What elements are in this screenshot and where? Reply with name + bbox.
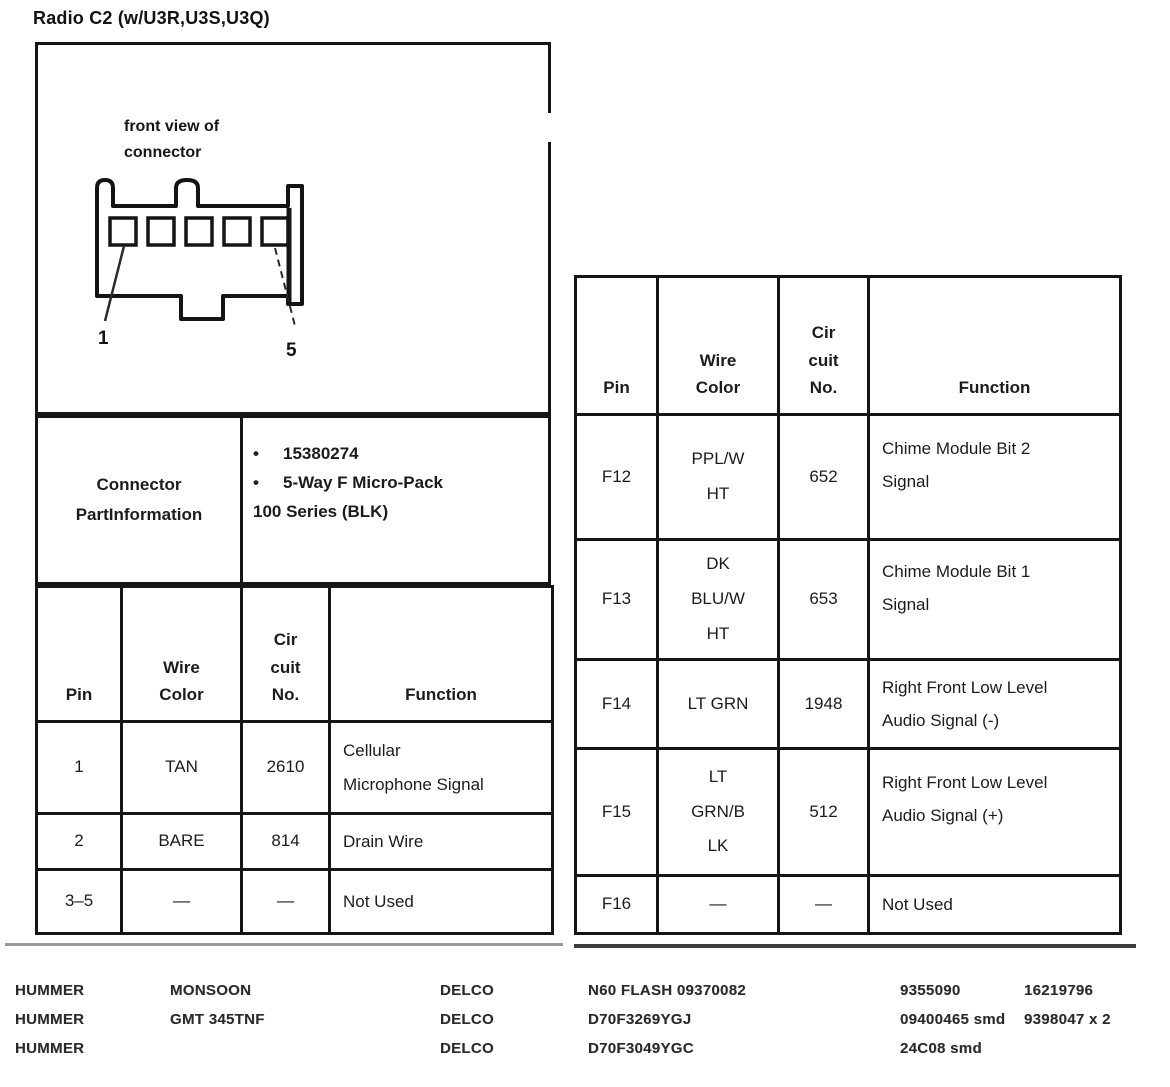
footer-brand: DELCO (440, 1011, 494, 1028)
part-type-continued: 100 Series (BLK) (253, 501, 389, 521)
footer-part-no: 24C08 smd (900, 1040, 982, 1057)
pin-cell: F14 (574, 658, 659, 750)
pin-cell: 2 (35, 812, 123, 871)
table-row: F16 — — Not Used (574, 874, 1122, 935)
pin-header-cell: Pin (574, 275, 659, 416)
wire-color-cell: BARE (120, 812, 243, 871)
part-number-item: • 15380274 (253, 440, 443, 469)
connector-pin-slot (184, 216, 214, 247)
connector-front-view-drawing: 1 5 (95, 178, 304, 361)
footer-chip: D70F3269YGJ (588, 1011, 692, 1028)
footer-part-no-2: 9398047 x 2 (1024, 1011, 1111, 1028)
function-cell: Not Used (867, 874, 1122, 935)
right-separator-line (574, 944, 1136, 948)
part-info-divider (240, 418, 243, 582)
circuit-cell: 814 (240, 812, 331, 871)
bullet-icon: • (253, 444, 259, 463)
footer-brand: DELCO (440, 1040, 494, 1057)
circuit-cell: — (777, 874, 870, 935)
pin-cell: F13 (574, 538, 659, 661)
wire-color-cell: — (656, 874, 780, 935)
connector-body (95, 178, 304, 321)
footer-make: HUMMER (15, 1040, 85, 1057)
footer-make: HUMMER (15, 1011, 85, 1028)
footer-part-no-2: 16219796 (1024, 982, 1094, 999)
circuit-cell: 2610 (240, 720, 331, 815)
border-gap (544, 113, 556, 142)
circuit-cell: 652 (777, 413, 870, 541)
pin-cell: F15 (574, 747, 659, 877)
connector-pin-slot (108, 216, 138, 247)
table-row: 2 BARE 814 Drain Wire (35, 812, 554, 871)
circuit-cell: 1948 (777, 658, 870, 750)
circuit-cell: 512 (777, 747, 870, 877)
wire-color-cell: LT GRN (656, 658, 780, 750)
pin-5-label: 5 (286, 340, 297, 361)
part-info-details: • 15380274 • 5-Way F Micro-Pack 100 Seri… (253, 440, 443, 527)
footer-make: HUMMER (15, 982, 85, 999)
pin-cell: 1 (35, 720, 123, 815)
footer-part-no: 9355090 (900, 982, 961, 999)
function-header-cell: Function (867, 275, 1122, 416)
footer-part-no: 09400465 smd (900, 1011, 1006, 1028)
circuit-cell: 653 (777, 538, 870, 661)
footer-system: MONSOON (170, 982, 252, 999)
part-number: 15380274 (283, 444, 359, 463)
pin-header-cell: Pin (35, 585, 123, 723)
wire-color-cell: — (120, 868, 243, 935)
connector-pin-slot (222, 216, 252, 247)
circuit-cell: — (240, 868, 331, 935)
function-cell: Not Used (328, 868, 554, 935)
bullet-icon: • (253, 472, 259, 492)
pin-cell: F12 (574, 413, 659, 541)
footer-brand: DELCO (440, 982, 494, 999)
part-type-item: • 5-Way F Micro-Pack (253, 469, 443, 498)
connector-pin-slot (146, 216, 176, 247)
part-type: 5-Way F Micro-Pack (283, 472, 443, 492)
pin-1-label: 1 (98, 328, 109, 349)
table-row: 3–5 — — Not Used (35, 868, 554, 935)
pin-cell: 3–5 (35, 868, 123, 935)
pin-5-leader (274, 247, 296, 327)
connector-pin-slot (260, 216, 290, 247)
page-title: Radio C2 (w/U3R,U3S,U3Q) (33, 8, 270, 28)
pin-1-leader (103, 245, 126, 322)
pin-cell: F16 (574, 874, 659, 935)
footer-chip: N60 FLASH 09370082 (588, 982, 746, 999)
footer-system: GMT 345TNF (170, 1011, 265, 1028)
footer-chip: D70F3049YGC (588, 1040, 694, 1057)
function-header-cell: Function (328, 585, 554, 723)
function-cell: Drain Wire (328, 812, 554, 871)
wire-color-cell: TAN (120, 720, 243, 815)
left-separator-line (5, 943, 563, 946)
